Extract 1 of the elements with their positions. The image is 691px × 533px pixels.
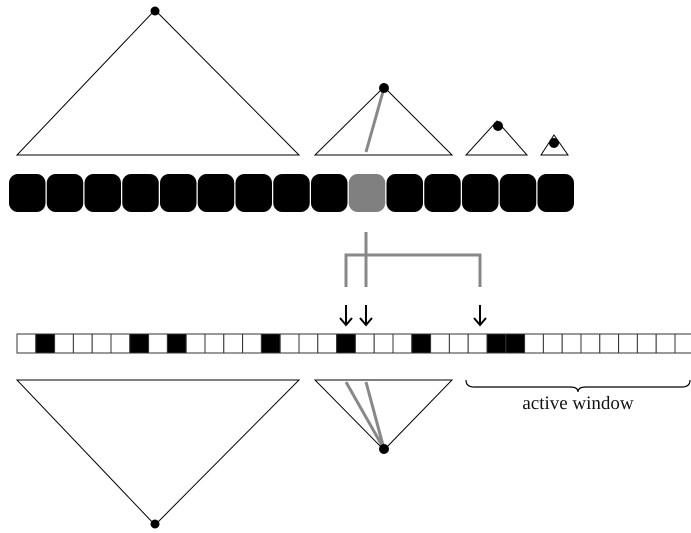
window-label: active window [521,393,635,416]
